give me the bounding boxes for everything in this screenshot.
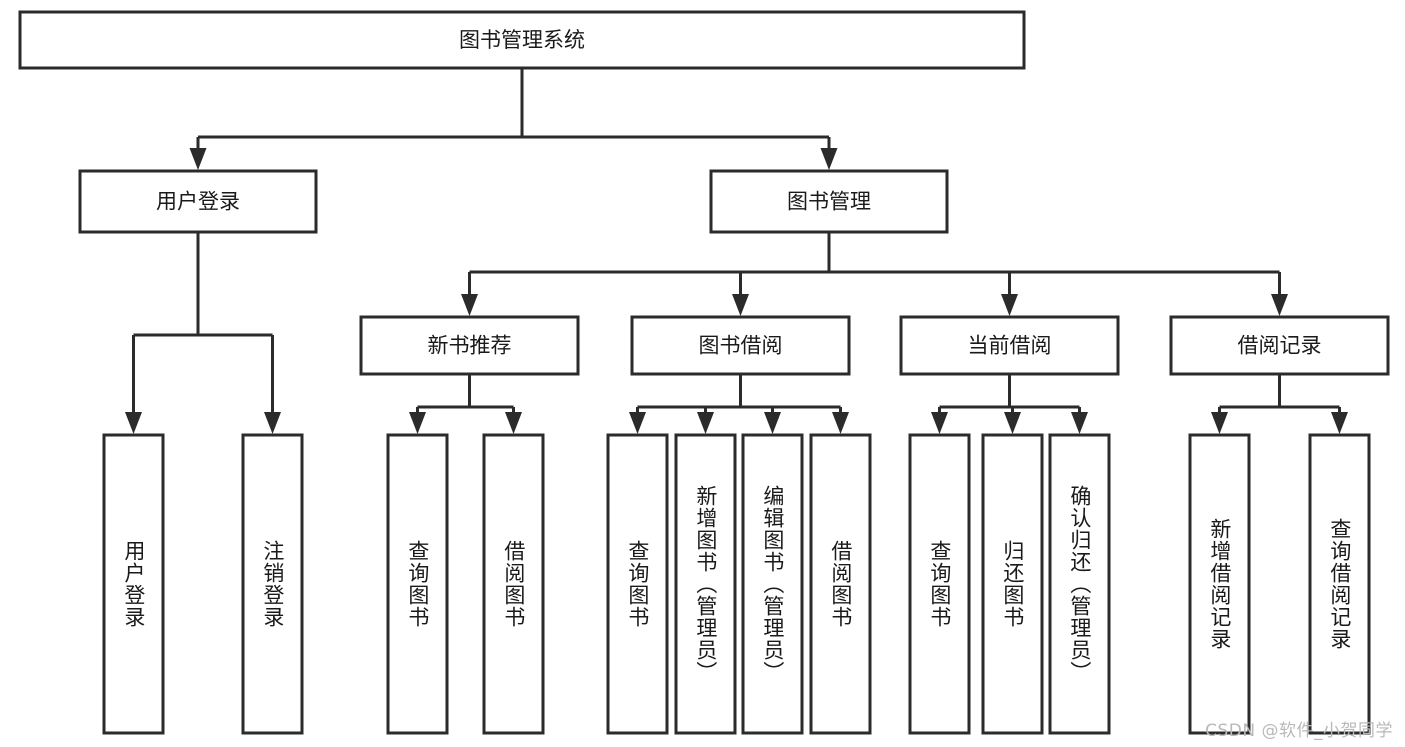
node-leaf1[interactable]: [102, 433, 165, 735]
node-leaf9[interactable]: [908, 433, 971, 735]
node-box[interactable]: [359, 315, 580, 376]
node-label: 用户登录: [156, 190, 240, 214]
arrow-head-icon: [125, 412, 142, 434]
node-box[interactable]: [482, 433, 545, 735]
node-box[interactable]: [741, 433, 804, 735]
arrow-head-icon: [820, 148, 838, 170]
node-current[interactable]: 当前借阅: [899, 315, 1120, 376]
node-leaf13[interactable]: [1308, 433, 1371, 735]
arrow-head-icon: [461, 294, 478, 316]
node-label: 图书借阅: [699, 334, 783, 358]
node-box[interactable]: [899, 315, 1120, 376]
node-root[interactable]: 图书管理系统: [18, 10, 1026, 70]
node-box[interactable]: [981, 433, 1044, 735]
node-newbook[interactable]: 新书推荐: [359, 315, 580, 376]
arrow-head-icon: [732, 294, 749, 316]
node-box[interactable]: [1308, 433, 1371, 735]
arrow-head-icon: [697, 412, 714, 434]
node-borrow[interactable]: 图书借阅: [630, 315, 851, 376]
arrow-head-icon: [264, 412, 281, 434]
node-label: 新书推荐: [428, 334, 512, 358]
node-box[interactable]: [386, 433, 449, 735]
arrow-head-icon: [1271, 294, 1288, 316]
node-box[interactable]: [809, 433, 872, 735]
arrow-head-icon: [931, 412, 948, 434]
node-box[interactable]: [102, 433, 165, 735]
node-bookmgmt[interactable]: 图书管理: [709, 169, 949, 234]
node-box[interactable]: [18, 10, 1026, 70]
node-label: 图书管理系统: [459, 28, 585, 52]
node-box[interactable]: [1169, 315, 1390, 376]
arrow-head-icon: [1071, 412, 1088, 434]
arrow-head-icon: [1331, 412, 1348, 434]
arrow-head-icon: [832, 412, 849, 434]
node-leaf6[interactable]: [674, 433, 737, 735]
node-label: 图书管理: [787, 190, 871, 214]
node-box[interactable]: [1048, 433, 1111, 735]
arrow-head-icon: [1211, 412, 1228, 434]
node-leaf11[interactable]: [1048, 433, 1111, 735]
node-leaf4[interactable]: [482, 433, 545, 735]
node-leaf5[interactable]: [606, 433, 669, 735]
node-box[interactable]: [241, 433, 304, 735]
node-box[interactable]: [709, 169, 949, 234]
arrow-head-icon: [764, 412, 781, 434]
node-box[interactable]: [606, 433, 669, 735]
arrow-head-icon: [505, 412, 522, 434]
node-box[interactable]: [630, 315, 851, 376]
node-leaf2[interactable]: [241, 433, 304, 735]
node-box[interactable]: [1188, 433, 1251, 735]
arrow-head-icon: [629, 412, 646, 434]
node-box[interactable]: [908, 433, 971, 735]
node-label: 借阅记录: [1238, 334, 1322, 358]
node-leaf12[interactable]: [1188, 433, 1251, 735]
arrow-head-icon: [189, 148, 207, 170]
node-leaf7[interactable]: [741, 433, 804, 735]
arrow-head-icon: [409, 412, 426, 434]
node-box[interactable]: [674, 433, 737, 735]
node-records[interactable]: 借阅记录: [1169, 315, 1390, 376]
node-box[interactable]: [78, 169, 318, 234]
node-leaf10[interactable]: [981, 433, 1044, 735]
node-leaf8[interactable]: [809, 433, 872, 735]
watermark-text: CSDN @软件_小贺同学: [1205, 721, 1393, 741]
node-leaf3[interactable]: [386, 433, 449, 735]
node-login[interactable]: 用户登录: [78, 169, 318, 234]
arrow-head-icon: [1001, 294, 1018, 316]
edges-layer: [125, 68, 1348, 434]
arrow-head-icon: [1004, 412, 1021, 434]
node-label: 当前借阅: [968, 334, 1052, 358]
